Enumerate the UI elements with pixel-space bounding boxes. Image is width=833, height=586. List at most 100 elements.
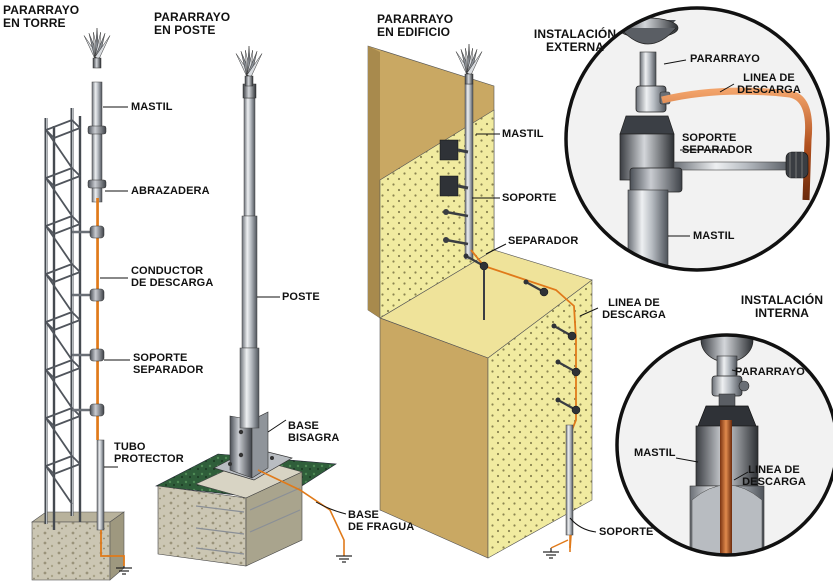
tower-brace (45, 119, 73, 131)
label-building-line: LINEA DE DESCARGA (598, 297, 670, 321)
tower-brace (45, 225, 73, 265)
label-pole-foundation-line1: BASE (348, 509, 379, 521)
tower-rod-tip (83, 27, 111, 69)
label-external-line-line1: LINEA DE (743, 72, 795, 84)
tower-support-clip (89, 288, 105, 302)
title-building: PARARRAYO EN EDIFICIO (377, 13, 453, 39)
label-building-line-line1: LINEA DE (608, 297, 660, 309)
pole-concrete-foundation (157, 485, 247, 567)
label-internal-mast: MASTIL (634, 447, 676, 459)
building-support-clip (479, 261, 489, 271)
tower-support-clip (89, 348, 105, 362)
label-external-support-line2: SEPARADOR (682, 144, 753, 156)
label-tower-conductor: CONDUCTOR DE DESCARGA (131, 265, 213, 289)
internal-descent-cable (720, 420, 732, 555)
external-descent-cable (661, 87, 813, 201)
building-support-anchor (555, 359, 561, 365)
label-tower-conductor-line1: CONDUCTOR (131, 265, 204, 277)
pole-rod-tip (235, 45, 263, 87)
external-separator-arm (673, 161, 795, 171)
label-tower-clamp: ABRAZADERA (131, 185, 210, 197)
tower-brace (45, 129, 55, 139)
tower-brace (53, 367, 81, 379)
label-tower-support: SOPORTE SEPARADOR (133, 352, 203, 376)
building-support-clip (571, 405, 581, 415)
label-tower-tube-line2: PROTECTOR (114, 453, 184, 465)
building-installation (367, 43, 593, 559)
pole-shaft (243, 97, 256, 217)
label-tower-tube-line1: TUBO (114, 441, 146, 453)
tower-brace (53, 175, 81, 187)
label-building-mast: MASTIL (502, 128, 544, 140)
tower-support-clip (89, 225, 105, 239)
tower-brace (45, 129, 73, 169)
title-building-line2: EN EDIFICIO (377, 25, 451, 39)
tower-brace (53, 463, 81, 475)
tower-brace (45, 273, 73, 313)
label-pole-hinge-line1: BASE (288, 420, 319, 432)
label-tower-tube: TUBO PROTECTOR (114, 441, 184, 465)
label-internal-line-line2: DESCARGA (742, 476, 806, 488)
label-pole-hinge: BASE BISAGRA (288, 420, 339, 444)
tower-brace (71, 215, 81, 225)
label-external-line-line2: DESCARGA (737, 84, 801, 96)
rod-collar (92, 57, 102, 69)
tower-brace (45, 321, 55, 331)
building-support-clip (539, 287, 549, 297)
label-internal-line: LINEA DE DESCARGA (738, 464, 810, 488)
label-pole-foundation: BASE DE FRAGUA (348, 509, 414, 533)
label-pole-hinge-line2: BISAGRA (288, 432, 340, 444)
title-external: INSTALACIÓN EXTERNA (528, 28, 622, 54)
label-tower-support-line2: SEPARADOR (133, 364, 204, 376)
title-internal-line1: INSTALACIÓN (740, 293, 824, 307)
building-wall-plate (439, 139, 459, 161)
building-separator-knob (443, 237, 449, 243)
tower-support-clip (89, 403, 105, 417)
title-pole-line1: PARARRAYO (154, 10, 231, 24)
rod-collar (244, 75, 254, 87)
tower-clamp (87, 125, 107, 135)
tower-descent-conductor (97, 198, 125, 566)
pole-installation (154, 45, 352, 567)
label-internal-rod: PARARRAYO (735, 366, 805, 378)
title-tower: PARARRAYO EN TORRE (3, 4, 79, 30)
title-pole-line2: EN POSTE (154, 23, 216, 37)
label-building-support-top: SOPORTE (502, 192, 557, 204)
label-external-rod: PARARRAYO (690, 53, 760, 65)
building-support-anchor (523, 279, 529, 285)
title-external-line1: INSTALACIÓN (533, 27, 617, 41)
building-separator-knob (443, 209, 449, 215)
title-internal-line2: INTERNA (754, 306, 810, 320)
building-separator-arm (445, 210, 469, 218)
building-wall-plate (439, 175, 459, 197)
building-bracket-arm (457, 184, 469, 190)
rod-collar (464, 73, 474, 85)
tower-brace (45, 225, 55, 235)
leader-lines (100, 59, 749, 533)
tower-brace (53, 319, 81, 331)
tower-brace (45, 417, 73, 457)
tower-installation (31, 27, 132, 581)
label-pole-foundation-line2: DE FRAGUA (348, 521, 415, 533)
tower-brace (71, 167, 81, 177)
tower-brace (45, 177, 73, 217)
tower-brace (71, 263, 81, 273)
tower-brace (71, 119, 81, 129)
label-external-support: SOPORTE SEPARADOR (682, 132, 752, 156)
building-support-anchor (551, 323, 557, 329)
title-external-line2: EXTERNA (545, 40, 605, 54)
external-installation-detail (564, 6, 830, 272)
tower-brace (53, 223, 81, 235)
tower-brace (71, 359, 81, 369)
label-external-mast: MASTIL (693, 230, 735, 242)
building-support-anchor (555, 397, 561, 403)
label-building-line-line2: DESCARGA (602, 309, 666, 321)
label-pole: POSTE (282, 291, 320, 303)
tower-brace (45, 455, 73, 467)
tower-brace (71, 455, 81, 465)
tower-brace (45, 273, 55, 283)
building-separator-arm (445, 238, 469, 246)
building-mast (464, 83, 474, 260)
building-bracket-arm (457, 148, 469, 154)
